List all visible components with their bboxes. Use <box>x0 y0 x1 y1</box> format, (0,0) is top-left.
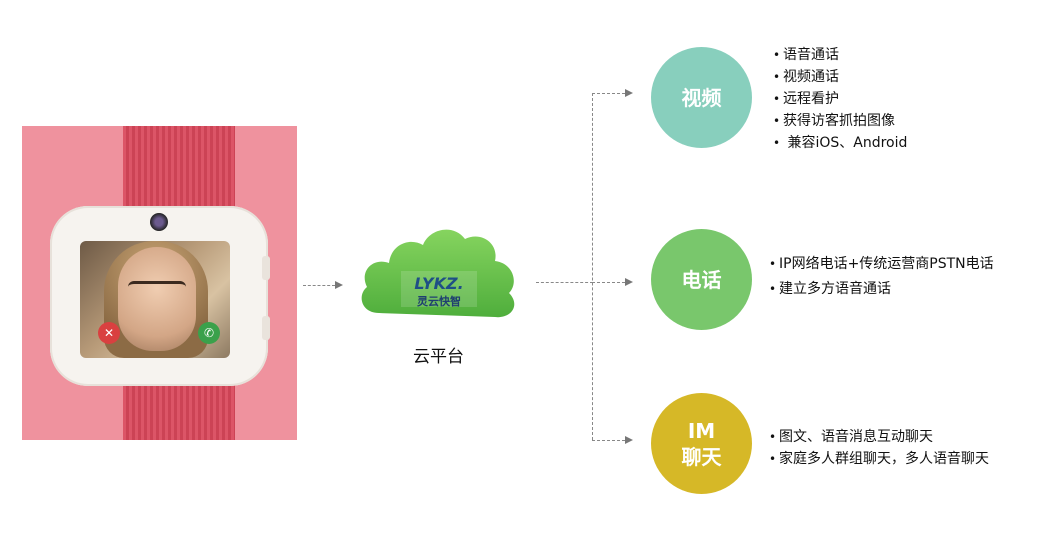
cloud-icon: LYKZ. 灵云快智 <box>361 229 515 318</box>
watch-camera-icon <box>150 213 168 231</box>
arrow-to-phone <box>592 282 625 283</box>
list-item: 远程看护 <box>773 88 907 110</box>
watch-side-button <box>262 256 270 280</box>
feature-phone-title: 电话 <box>681 267 722 292</box>
list-item: 语音通话 <box>773 44 907 66</box>
feature-video-circle: 视频 <box>651 47 752 148</box>
cloud-platform-label: 云平台 <box>413 347 464 367</box>
watch-screen <box>80 241 230 358</box>
cloud-platform-logo: LYKZ. 灵云快智 <box>349 209 528 335</box>
connector-trunk <box>592 93 593 440</box>
svg-text:LYKZ.: LYKZ. <box>414 274 463 293</box>
feature-phone-list: IP网络电话+传统运营商PSTN电话 建立多方语音通话 <box>769 252 994 302</box>
list-item: 建立多方语音通话 <box>769 277 994 302</box>
feature-im-circle: IM 聊天 <box>651 393 752 494</box>
svg-text:灵云快智: 灵云快智 <box>417 294 461 308</box>
arrow-right-icon <box>625 89 633 97</box>
feature-im-list: 图文、语音消息互动聊天 家庭多人群组聊天，多人语音聊天 <box>769 426 989 470</box>
arrow-right-icon <box>625 436 633 444</box>
list-item: 兼容iOS、Android <box>773 132 907 154</box>
feature-video-list: 语音通话 视频通话 远程看护 获得访客抓拍图像 兼容iOS、Android <box>773 44 907 154</box>
feature-im-title-line2: 聊天 <box>681 444 722 469</box>
feature-video-title: 视频 <box>681 85 722 110</box>
watch-side-button <box>262 316 270 340</box>
list-item: 视频通话 <box>773 66 907 88</box>
arrow-watch-to-cloud <box>303 285 335 286</box>
arrow-right-icon <box>625 278 633 286</box>
smartwatch-image: ✕ ✆ <box>22 126 297 440</box>
watch-strap-bottom <box>123 376 235 440</box>
arrow-right-icon <box>335 281 343 289</box>
connector-cloud <box>536 282 593 283</box>
list-item: 家庭多人群组聊天，多人语音聊天 <box>769 448 989 470</box>
list-item: 图文、语音消息互动聊天 <box>769 426 989 448</box>
accept-call-icon: ✆ <box>198 322 220 344</box>
list-item: IP网络电话+传统运营商PSTN电话 <box>769 252 994 277</box>
arrow-to-video <box>592 93 625 94</box>
feature-im-title-line1: IM <box>687 418 716 443</box>
decline-call-icon: ✕ <box>98 322 120 344</box>
list-item: 获得访客抓拍图像 <box>773 110 907 132</box>
arrow-to-im <box>592 440 625 441</box>
feature-phone-circle: 电话 <box>651 229 752 330</box>
